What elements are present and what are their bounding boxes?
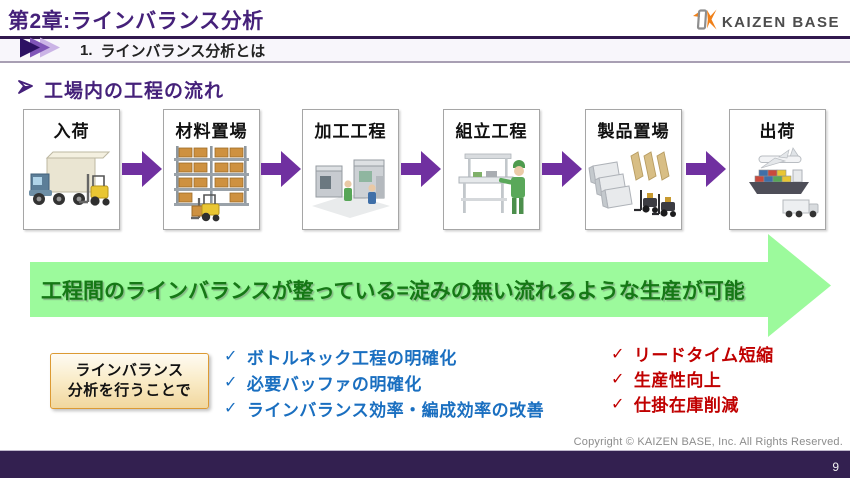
check-icon: ✓ (611, 370, 625, 388)
check-icon: ✓ (224, 348, 238, 365)
list-item: ✓ 仕掛在庫削減 (611, 391, 774, 416)
flow-step-label: 出荷 (759, 122, 796, 141)
flow-step-assembly: 組立工程 (443, 109, 540, 230)
green-arrow-banner (0, 225, 850, 355)
section-heading: 工場内の工程の流れ (18, 76, 224, 103)
kaizen-base-logo-icon (690, 6, 717, 38)
flow-step-label: 製品置場 (597, 122, 670, 141)
flow-step-label: 組立工程 (455, 122, 528, 141)
flow-step-label: 加工工程 (314, 122, 387, 141)
header-divider (0, 36, 850, 39)
banner-text: 工程間のラインバランスが整っている=淀みの無い流れるような生産が可能 (41, 279, 745, 303)
assembly-workbench-icon (445, 144, 538, 227)
list-item: ✓ 必要バッファの明確化 (224, 369, 544, 395)
flow-step-label: 入荷 (53, 122, 90, 141)
flow-step-machining: 加工工程 (302, 109, 399, 230)
list-item-text: 必要バッファの明確化 (246, 374, 422, 394)
check-icon: ✓ (611, 345, 625, 363)
list-item-text: 仕掛在庫削減 (633, 396, 739, 415)
flow-step-material-storage: 材料置場 (163, 109, 260, 230)
material-storage-rack-icon (165, 144, 258, 227)
subnav-bar: 1. ラインバランス分析とは (0, 37, 850, 63)
footer-bar: 9 (0, 450, 850, 478)
flow-arrow-icon (261, 151, 301, 192)
flow-step-label: 材料置場 (175, 122, 248, 141)
subnav-number: 1. (80, 41, 93, 59)
copyright-text: Copyright © KAIZEN BASE, Inc. All Rights… (573, 436, 843, 448)
list-item-text: リードタイム短縮 (633, 346, 774, 365)
subnav-label: ラインバランス分析とは (100, 42, 266, 60)
page-number: 9 (832, 460, 839, 474)
list-item-text: 生産性向上 (633, 371, 722, 390)
line-balance-lead-box: ラインバランス 分析を行うことで (50, 353, 209, 409)
flow-step-product-storage: 製品置場 (585, 109, 682, 230)
lead-box-line1: ラインバランス (75, 362, 184, 380)
flow-step-arrival: 入荷 (23, 109, 120, 230)
check-icon: ✓ (611, 395, 625, 413)
arrow-bullet-icon (18, 79, 35, 100)
list-item: ✓ 生産性向上 (611, 366, 774, 391)
flow-step-shipping: 出荷 (729, 109, 826, 230)
list-item-text: ボトルネック工程の明確化 (246, 348, 457, 368)
list-item: ✓ リードタイム短縮 (611, 341, 774, 366)
truck-arrival-icon (25, 144, 118, 227)
section-heading-text: 工場内の工程の流れ (44, 81, 225, 102)
list-item-text: ラインバランス効率・編成効率の改善 (246, 400, 545, 420)
machining-line-icon (304, 144, 397, 227)
logo-text: KAIZEN BASE (721, 13, 840, 31)
lead-box-line2: 分析を行うことで (67, 382, 192, 399)
list-item: ✓ ボトルネック工程の明確化 (224, 343, 544, 369)
benefit-list-red: ✓ リードタイム短縮 ✓ 生産性向上 ✓ 仕掛在庫削減 (611, 341, 774, 416)
kaizen-base-logo: KAIZEN BASE (690, 6, 840, 38)
flow-arrow-icon (542, 151, 582, 192)
product-storage-icon (587, 144, 680, 227)
flow-arrow-icon (122, 151, 162, 192)
list-item: ✓ ラインバランス効率・編成効率の改善 (224, 395, 544, 421)
check-icon: ✓ (224, 400, 238, 417)
shipping-plane-ship-truck-icon (731, 144, 824, 227)
flow-arrow-icon (686, 151, 726, 192)
flow-arrow-icon (401, 151, 441, 192)
check-icon: ✓ (224, 374, 238, 391)
page-title: 第2章:ラインバランス分析 (8, 10, 264, 33)
triple-chevron-icon (20, 37, 66, 63)
benefit-list-blue: ✓ ボトルネック工程の明確化 ✓ 必要バッファの明確化 ✓ ラインバランス効率・… (224, 343, 544, 421)
